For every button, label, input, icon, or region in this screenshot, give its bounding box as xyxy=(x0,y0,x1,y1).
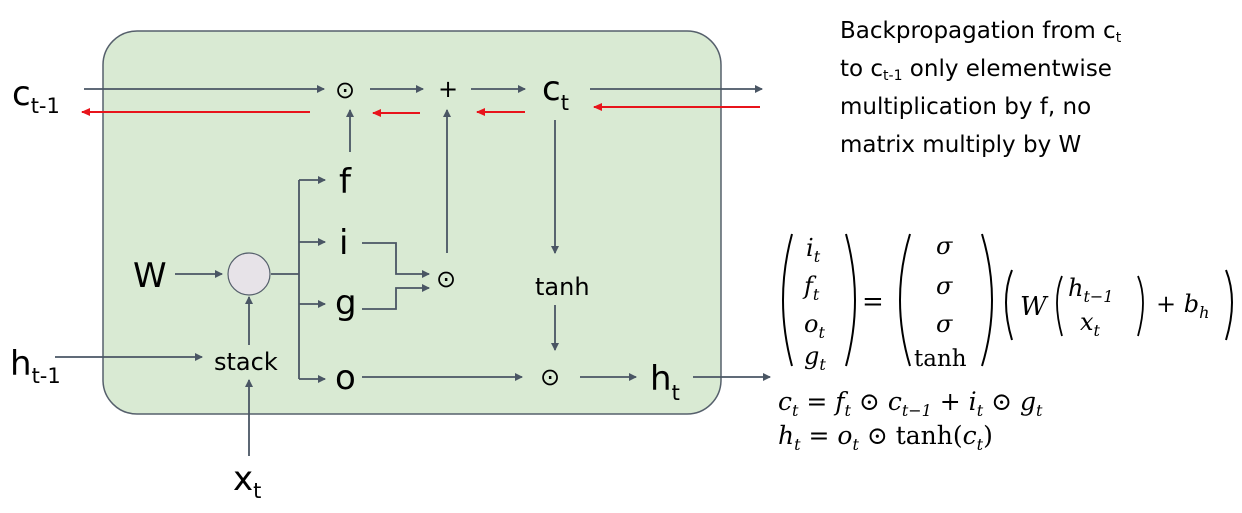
op-f-mult: ⊙ xyxy=(335,76,355,104)
label-tanh: tanh xyxy=(535,273,590,301)
eq-W: W xyxy=(1020,292,1049,322)
annotation-line-3: multiplication by f, no xyxy=(840,94,1092,120)
label-W: W xyxy=(133,256,167,296)
eq-gt: gt xyxy=(804,342,826,374)
eq-act-2: σ xyxy=(936,310,953,338)
annotation-line-1: Backpropagation from ct xyxy=(840,18,1122,46)
eq-ft: ft xyxy=(802,272,820,304)
eq-stack-x: xt xyxy=(1080,308,1101,340)
op-o-mult: ⊙ xyxy=(540,363,560,391)
lstm-cell-box xyxy=(102,30,722,415)
op-ig-mult: ⊙ xyxy=(436,265,456,293)
label-gate-i: i xyxy=(339,223,348,263)
eq-stack-h: ht−1 xyxy=(1068,274,1113,306)
cell-state-equation: ct = ft ⊙ ct−1 + it ⊙ gt xyxy=(778,387,1043,420)
eq-it: it xyxy=(806,234,821,266)
eq-ot: ot xyxy=(804,310,825,342)
label-stack: stack xyxy=(214,348,278,376)
eq-act-0: σ xyxy=(936,232,953,260)
combine-node xyxy=(227,252,271,296)
eq-equals: = xyxy=(862,287,884,317)
eq-act-1: σ xyxy=(936,272,953,300)
backprop-annotation: Backpropagation from ct to ct-1 only ele… xyxy=(840,12,1240,164)
eq-bias: + bh xyxy=(1156,290,1209,322)
label-gate-g: g xyxy=(335,283,357,323)
arrow-i-to-igmult xyxy=(362,242,430,278)
hidden-state-equation: ht = ot ⊙ tanh(ct) xyxy=(778,421,993,454)
gate-equation: it ft ot gt = σ σ σ tanh W ht−1 xt + bh xyxy=(782,232,1233,374)
op-plus: + xyxy=(438,75,458,103)
label-c-prev: ct-1 xyxy=(12,74,60,118)
eq-act-3: tanh xyxy=(914,346,967,372)
arrow-g-to-igmult xyxy=(362,284,430,310)
label-gate-o: o xyxy=(335,358,356,398)
label-c-t: ct xyxy=(542,69,569,115)
label-h-t: ht xyxy=(650,359,680,405)
label-x: xt xyxy=(233,459,261,503)
label-gate-f: f xyxy=(339,162,352,202)
annotation-line-4: matrix multiply by W xyxy=(840,132,1082,158)
label-h-prev: ht-1 xyxy=(10,344,61,388)
annotation-line-2: to ct-1 only elementwise xyxy=(840,56,1112,84)
